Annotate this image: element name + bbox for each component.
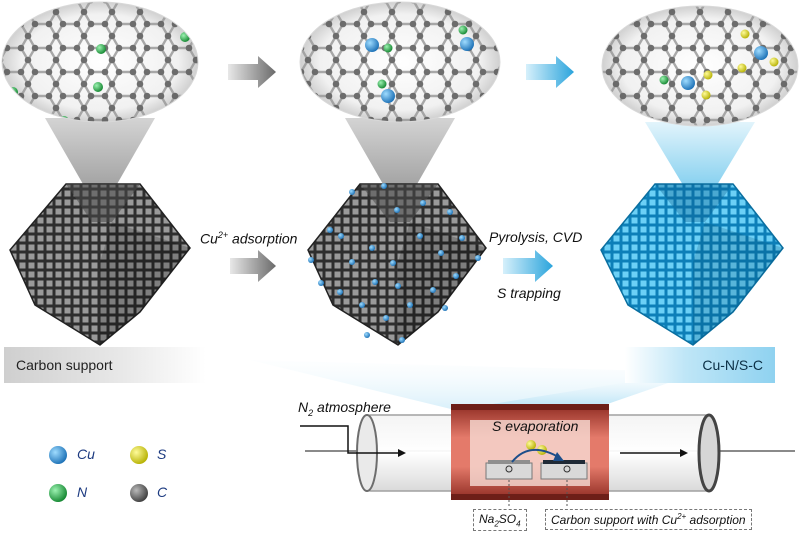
arrow-mid-1 xyxy=(230,250,276,282)
arrow-top-2 xyxy=(526,56,574,88)
legend-c-dot xyxy=(130,484,148,502)
carbon-support-cu-box: Carbon support with Cu2+ adsorption xyxy=(545,509,752,530)
legend-n-dot xyxy=(49,484,67,502)
arrow-top-1 xyxy=(228,56,276,88)
cu-adsorption-label: Cu2+ adsorption xyxy=(200,230,298,247)
pyrolysis-label: Pyrolysis, CVD xyxy=(489,229,583,245)
bubble-cu-n-s xyxy=(602,6,798,126)
cube-carbon-support xyxy=(9,183,191,346)
product-tag: Cu-N/S-C xyxy=(625,347,775,383)
cube-cu-adsorbed xyxy=(307,183,487,346)
na2so4-box: Na2SO4 xyxy=(473,509,527,532)
s-trapping-label: S trapping xyxy=(497,285,561,301)
zoom-cone-1 xyxy=(45,118,155,205)
bubble-carbon-n xyxy=(2,2,198,122)
bubble-cu-adsorbed xyxy=(300,2,500,122)
legend-c-label: C xyxy=(157,484,168,500)
legend-cu-label: Cu xyxy=(77,446,95,462)
zoom-cone-3 xyxy=(645,122,755,205)
carbon-support-tag: Carbon support xyxy=(4,347,206,383)
spotlight-beam-left xyxy=(250,360,690,410)
zoom-cone-2 xyxy=(345,118,455,205)
legend-s-dot xyxy=(130,446,148,464)
cube-cu-n-s-c xyxy=(600,183,784,346)
gas-inlet-arrow xyxy=(300,425,398,454)
legend-s-label: S xyxy=(157,446,167,462)
n2-atmosphere-label: N2 atmosphere xyxy=(298,399,391,418)
legend-cu-dot xyxy=(49,446,67,464)
arrow-mid-2 xyxy=(503,250,553,282)
s-evaporation-label: S evaporation xyxy=(492,418,579,434)
legend-n-label: N xyxy=(77,484,88,500)
